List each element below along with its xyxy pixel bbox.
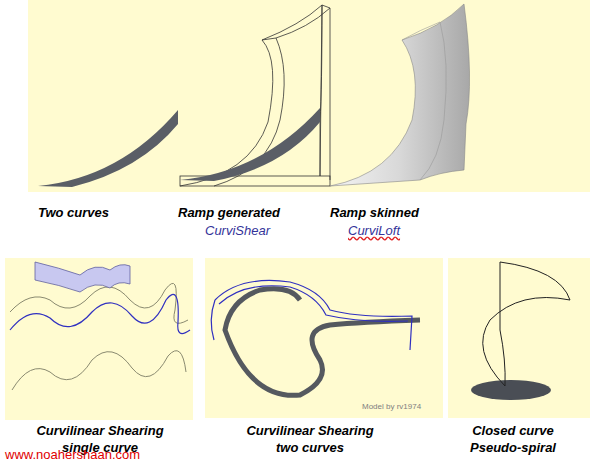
ramp-wireframe (180, 5, 330, 186)
panel-single (5, 258, 193, 420)
credit-note: Model by rv1974 (362, 402, 421, 412)
sheared-ribbon (35, 262, 130, 292)
blue-curve (10, 294, 190, 333)
caption: Curvilinear Shearing two curves (235, 422, 385, 456)
pseudo-spiral (483, 262, 570, 386)
curve-ribbon (38, 110, 178, 187)
blue-double-curve (211, 280, 412, 350)
caption: Closed curve Pseudo-spiral (458, 422, 568, 456)
ramp-solid-edge (402, 22, 446, 180)
panel-spiral (448, 258, 590, 418)
ramp-solid (330, 4, 470, 186)
panel-two (205, 258, 443, 418)
caption: Two curves (38, 204, 109, 221)
grey-thick-curve (225, 289, 420, 396)
base-ellipse (471, 380, 551, 400)
tool-name: CurviLoft (348, 222, 400, 239)
watermark: www.noahershaan.com (5, 446, 140, 463)
wavy-curves (10, 283, 188, 390)
ramp-base (180, 108, 320, 181)
caption: Ramp skinned (330, 204, 419, 221)
top-panel (28, 0, 590, 192)
caption: Ramp generated (178, 204, 280, 221)
tool-name: CurviShear (205, 222, 270, 239)
